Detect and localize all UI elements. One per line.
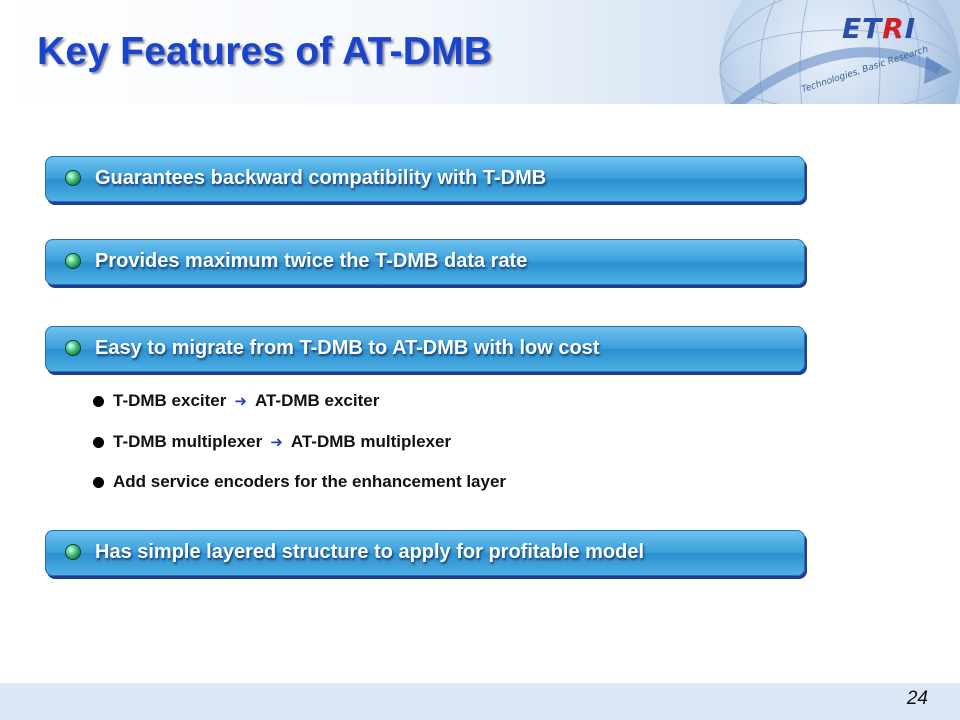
feature-banner-layered-structure: Has simple layered structure to apply fo… <box>45 530 805 576</box>
logo-text-main: ET <box>842 12 883 45</box>
feature-text: Easy to migrate from T-DMB to AT-DMB wit… <box>95 337 600 359</box>
feature-text: Has simple layered structure to apply fo… <box>95 541 645 563</box>
feature-banner-migration: Easy to migrate from T-DMB to AT-DMB wit… <box>45 326 805 372</box>
migration-item-multiplexer: T-DMB multiplexer ➜ AT-DMB multiplexer <box>93 430 451 454</box>
migration-item-encoders: Add service encoders for the enhancement… <box>93 470 506 494</box>
green-orb-bullet-icon <box>66 254 80 268</box>
etri-logo: ETRI <box>842 12 916 45</box>
green-orb-bullet-icon <box>66 171 80 185</box>
migration-from: T-DMB exciter <box>113 391 227 410</box>
bullet-dot-icon <box>93 395 104 407</box>
migration-item-exciter: T-DMB exciter ➜ AT-DMB exciter <box>93 389 379 413</box>
bullet-dot-icon <box>93 476 104 488</box>
arrow-right-icon: ➜ <box>270 433 283 451</box>
feature-text: Guarantees backward compatibility with T… <box>95 167 547 189</box>
bullet-dot-icon <box>93 436 104 448</box>
migration-text: Add service encoders for the enhancement… <box>113 472 507 491</box>
migration-from: T-DMB multiplexer <box>113 432 263 451</box>
slide-header: Technologies, Basic Research Key Feature… <box>0 0 960 104</box>
globe-graphic: Technologies, Basic Research <box>719 0 960 104</box>
feature-text: Provides maximum twice the T-DMB data ra… <box>95 250 528 272</box>
green-orb-bullet-icon <box>66 341 80 355</box>
logo-text-end: I <box>904 12 917 45</box>
page-number: 24 <box>906 688 928 709</box>
migration-to: AT-DMB exciter <box>254 391 380 410</box>
slide-footer: 24 <box>0 683 960 720</box>
logo-text-accent: R <box>882 12 905 45</box>
feature-banner-data-rate: Provides maximum twice the T-DMB data ra… <box>45 239 805 285</box>
green-orb-bullet-icon <box>66 545 80 559</box>
migration-to: AT-DMB multiplexer <box>290 432 452 451</box>
arrow-right-icon: ➜ <box>234 392 247 410</box>
feature-banner-compatibility: Guarantees backward compatibility with T… <box>45 156 805 202</box>
page-title: Key Features of AT-DMB <box>37 30 493 73</box>
